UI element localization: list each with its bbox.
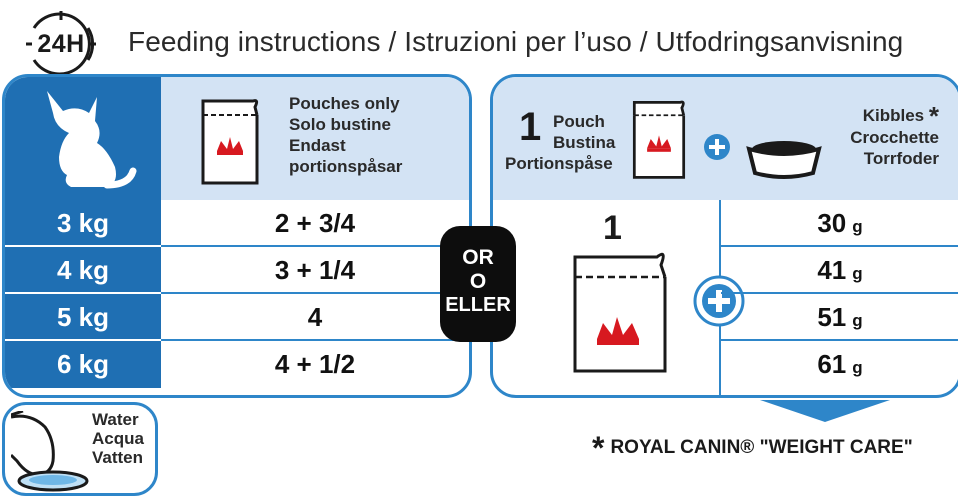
crown-logo-icon [217,137,243,151]
weight-cell: 4 kg [5,247,161,294]
or-badge: OR O ELLER [440,226,516,342]
pouch-label-sv: Portionspåse [505,154,613,173]
footnote: *ROYAL CANIN® "WEIGHT CARE" [592,430,913,467]
clock-label: 24H [37,30,85,58]
page-title: Feeding instructions / Istruzioni per l’… [128,26,904,57]
clock-24h-icon [26,11,96,76]
cat-drinking-icon [11,411,89,492]
pouch-label: Pouch Bustina [553,112,616,152]
water-box [2,402,158,496]
portion-cell: 3 + 1/4 [161,247,469,294]
pouches-header-cell: Pouches only Solo bustine Endast portion… [161,77,469,200]
mixed-header-cell: 1 Pouch Bustina Portionspåse Kibbles * C… [493,77,958,200]
cat-header-cell [5,77,161,200]
pouch-icon [201,99,259,185]
pouch-count: 1 [519,105,542,149]
pouch-count-body: 1 [603,209,622,247]
kibble-star: * [928,101,939,131]
cat-icon [47,91,137,189]
weight-cell: 6 kg [5,341,161,388]
plus-icon [693,275,745,327]
weight-cell: 5 kg [5,294,161,341]
kibbles-label: Kibbles * Crocchette Torrfoder [850,101,939,168]
pouches-only-label: Pouches only Solo bustine Endast portion… [289,94,403,176]
plus-icon [704,134,730,160]
footnote-text: ROYAL CANIN® "WEIGHT CARE" [610,437,913,458]
water-label: Water Acqua Vatten [92,410,144,467]
down-arrow-icon [760,400,890,422]
portion-cell: 4 + 1/2 [274,349,356,379]
kibble-bowl-icon [746,141,822,179]
footnote-star: * [592,430,605,466]
pouch-plus-kibbles-table: 1 Pouch Bustina Portionspåse Kibbles * C… [490,74,958,398]
pouches-only-table: Pouches only Solo bustine Endast portion… [2,74,472,398]
pouch-icon [632,100,686,179]
portion-cell: 4 [161,294,469,341]
portion-cell: 2 + 3/4 [161,200,469,247]
weight-cell: 3 kg [5,200,161,247]
pouch-icon-large [573,252,667,373]
